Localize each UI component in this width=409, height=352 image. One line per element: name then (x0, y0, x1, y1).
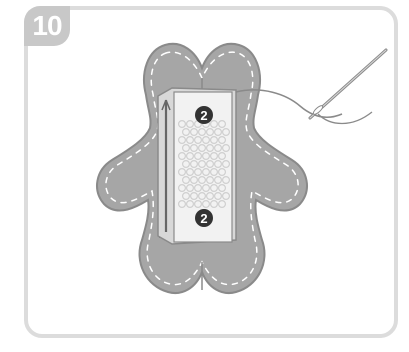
needle-icon (310, 50, 386, 118)
marker-top-label: 2 (200, 108, 207, 123)
marker-bottom-label: 2 (200, 211, 207, 226)
marker-top: 2 (195, 106, 213, 124)
marker-bottom: 2 (195, 209, 213, 227)
